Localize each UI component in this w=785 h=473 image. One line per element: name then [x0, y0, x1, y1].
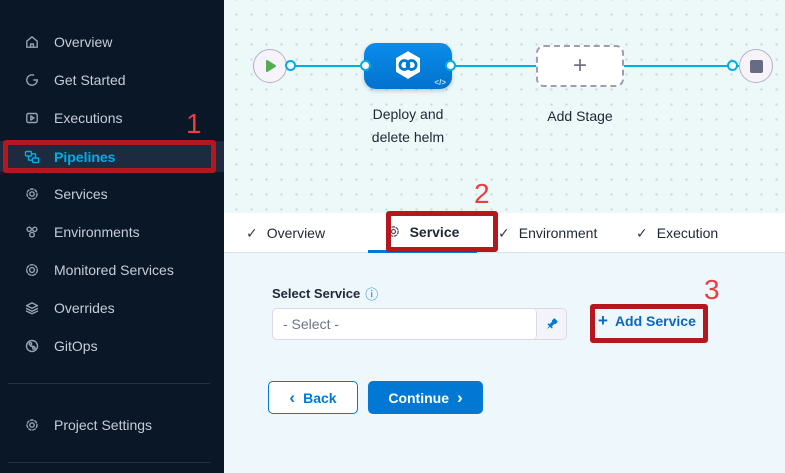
- sidebar-item-label: Project Settings: [54, 416, 153, 433]
- connector-port: [445, 60, 456, 71]
- chevron-right-icon: ›: [456, 387, 463, 407]
- executions-icon: [23, 109, 41, 127]
- tab-label: Service: [409, 223, 460, 240]
- sidebar-item-label: Services: [54, 185, 108, 202]
- environments-icon: [23, 223, 41, 241]
- plus-icon: +: [572, 52, 587, 79]
- check-icon: ✓: [498, 224, 510, 241]
- gitops-icon: [23, 337, 41, 355]
- sidebar-item-overview[interactable]: Overview: [0, 26, 224, 57]
- stage-node-deploy[interactable]: </>: [364, 43, 452, 89]
- gear-icon: [23, 416, 41, 434]
- pipeline-start-node: [253, 49, 287, 83]
- add-stage-button[interactable]: +: [536, 45, 624, 87]
- sidebar-item-label: GitOps: [54, 337, 98, 354]
- service-select-input[interactable]: [273, 309, 537, 339]
- tab-overview[interactable]: ✓ Overview: [246, 213, 325, 253]
- sidebar-item-overrides[interactable]: Overrides: [0, 292, 224, 323]
- sidebar-item-label: Get Started: [54, 71, 126, 88]
- main-area: </> + Deploy and delete helm Add Stage ✓…: [224, 0, 785, 473]
- stage-name-label: Deploy and delete helm: [371, 106, 445, 145]
- sidebar-item-label: Executions: [54, 109, 123, 126]
- plus-icon: +: [598, 311, 608, 330]
- add-stage-label: Add Stage: [547, 108, 613, 124]
- sidebar-item-label: Overrides: [54, 299, 115, 316]
- sidebar-item-label: Environments: [54, 223, 140, 240]
- info-icon[interactable]: ⓘ: [365, 287, 379, 302]
- tab-execution[interactable]: ✓ Execution: [636, 213, 718, 253]
- tab-label: Overview: [266, 225, 326, 241]
- connector-port: [360, 60, 371, 71]
- get-started-icon: [23, 71, 41, 89]
- continue-button[interactable]: Continue ›: [368, 381, 483, 414]
- sidebar-item-label: Monitored Services: [54, 261, 174, 278]
- pipelines-icon: [23, 148, 41, 166]
- sidebar-item-project-settings[interactable]: Project Settings: [0, 409, 224, 440]
- service-select: [272, 308, 567, 340]
- chevron-left-icon: ‹: [289, 387, 296, 407]
- sidebar-item-monitored-services[interactable]: Monitored Services: [0, 254, 224, 285]
- sidebar-divider: [8, 462, 210, 463]
- tab-label: Execution: [656, 225, 719, 241]
- sidebar-item-executions[interactable]: Executions: [0, 102, 224, 133]
- service-tab-panel: Select Service ⓘ +: [224, 253, 785, 473]
- select-service-label: Select Service ⓘ: [272, 286, 379, 302]
- back-button[interactable]: ‹ Back: [268, 381, 358, 414]
- cd-stage-icon: [395, 51, 421, 79]
- tab-environment[interactable]: ✓ Environment: [498, 213, 597, 253]
- sidebar-item-get-started[interactable]: Get Started: [0, 64, 224, 95]
- stop-icon: [749, 59, 763, 73]
- stage-config-tabs: ✓ Overview Service ✓ Environment ✓ Execu…: [224, 213, 785, 253]
- pipeline-end-node: [739, 49, 773, 83]
- sidebar: Overview Get Started Executions Pipeline…: [0, 0, 224, 473]
- pipeline-connector-line: [287, 65, 739, 67]
- home-icon: [23, 33, 41, 51]
- pin-button[interactable]: [537, 309, 566, 339]
- tab-label: Environment: [518, 225, 598, 241]
- pin-icon: [546, 317, 558, 329]
- add-service-button[interactable]: + Add Service: [598, 311, 696, 330]
- layers-icon: [23, 299, 41, 317]
- check-icon: ✓: [246, 224, 258, 241]
- gear-icon: [387, 226, 399, 237]
- tab-service[interactable]: Service: [368, 213, 477, 253]
- check-icon: ✓: [636, 224, 648, 241]
- code-icon[interactable]: </>: [434, 78, 446, 87]
- connector-port: [285, 60, 296, 71]
- sidebar-item-label: Overview: [54, 33, 113, 50]
- sidebar-item-gitops[interactable]: GitOps: [0, 330, 224, 361]
- play-icon: [265, 60, 276, 72]
- sidebar-item-services[interactable]: Services: [0, 178, 224, 209]
- sidebar-divider: [8, 383, 210, 384]
- sidebar-item-label: Pipelines: [54, 148, 116, 165]
- connector-port: [727, 60, 738, 71]
- monitored-services-icon: [23, 261, 41, 279]
- sidebar-item-pipelines[interactable]: Pipelines: [0, 141, 224, 172]
- pipeline-canvas[interactable]: </> + Deploy and delete helm Add Stage: [224, 0, 785, 213]
- sidebar-item-environments[interactable]: Environments: [0, 216, 224, 247]
- gear-icon: [23, 185, 41, 203]
